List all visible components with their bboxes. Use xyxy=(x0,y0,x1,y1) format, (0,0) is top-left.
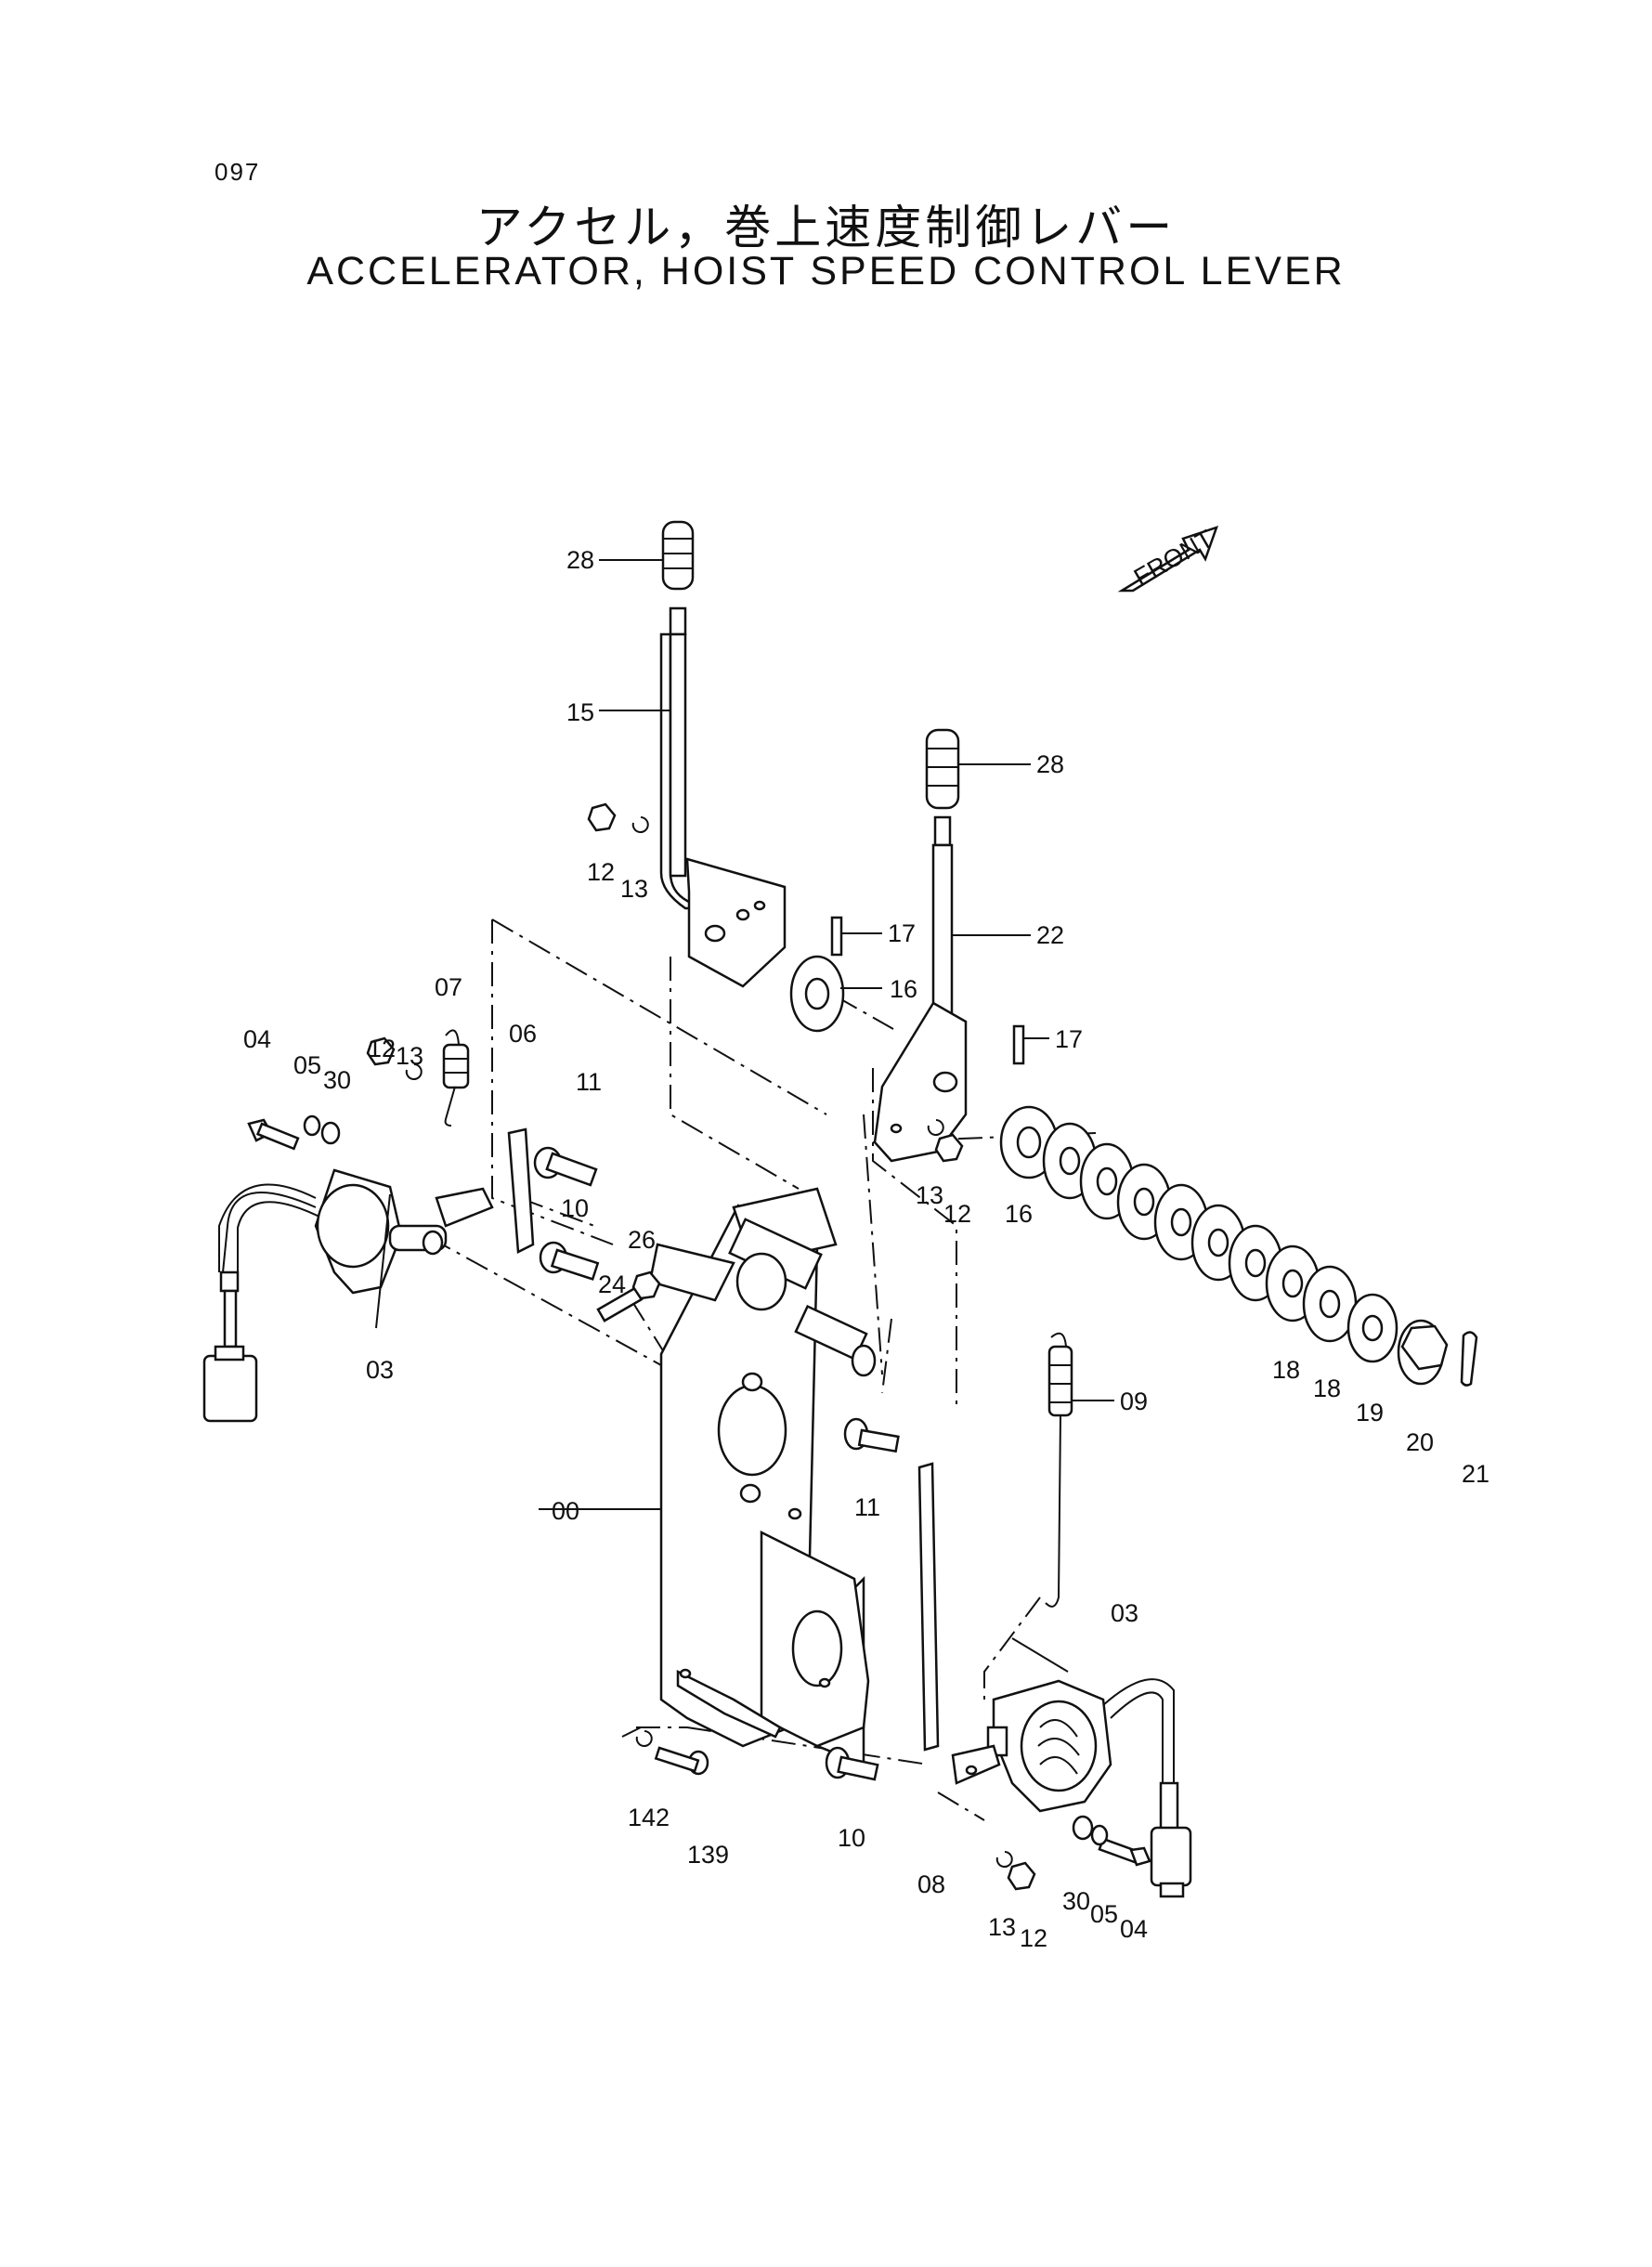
label-03-b: 03 xyxy=(1111,1599,1138,1627)
sensor-03-right xyxy=(951,1678,1192,1898)
front-arrow: FRONT xyxy=(1117,525,1219,593)
label-12-b: 12 xyxy=(368,1035,396,1062)
lever-15 xyxy=(659,520,787,988)
label-11-a: 11 xyxy=(576,1068,602,1096)
label-13-b: 13 xyxy=(396,1042,423,1070)
bolts xyxy=(247,1118,1151,1867)
label-18-a: 18 xyxy=(1272,1356,1300,1384)
washer-stack xyxy=(1042,1122,1478,1387)
label-13-a: 13 xyxy=(620,875,648,903)
label-12-d: 12 xyxy=(1020,1924,1047,1952)
part-labels: 28 15 28 22 12 13 17 16 17 04 05 30 12 1… xyxy=(243,546,1489,1952)
label-21: 21 xyxy=(1462,1460,1489,1488)
label-142: 142 xyxy=(628,1804,670,1831)
label-12-c: 12 xyxy=(943,1200,971,1228)
label-05-b: 05 xyxy=(1090,1900,1118,1928)
bracket-00 xyxy=(648,1187,877,1766)
label-08: 08 xyxy=(917,1870,945,1898)
leader-lines xyxy=(375,559,1114,1673)
label-09: 09 xyxy=(1120,1388,1148,1415)
title-japanese: アクセル，巻上速度制御レバー xyxy=(475,201,1177,254)
label-19: 19 xyxy=(1356,1399,1384,1427)
lever-22 xyxy=(873,728,968,1163)
label-17-a: 17 xyxy=(888,919,916,947)
label-20: 20 xyxy=(1406,1428,1434,1456)
label-28-right: 28 xyxy=(1036,750,1064,778)
spring-09 xyxy=(1045,1332,1073,1608)
label-16-b: 16 xyxy=(1005,1200,1033,1228)
label-00: 00 xyxy=(552,1497,579,1525)
pin-17 xyxy=(830,916,1025,1065)
label-13-d: 13 xyxy=(988,1913,1016,1941)
label-15: 15 xyxy=(566,698,594,726)
spring-07 xyxy=(442,1029,470,1127)
link-08 xyxy=(917,1462,940,1752)
page-number: 097 xyxy=(215,158,261,186)
label-26: 26 xyxy=(628,1226,656,1254)
label-04-a: 04 xyxy=(243,1025,271,1053)
sensor-03-left xyxy=(202,1168,494,1423)
assembly-lines xyxy=(428,919,1097,1821)
label-05-a: 05 xyxy=(293,1051,321,1079)
label-10-b: 10 xyxy=(838,1824,865,1852)
label-28-top: 28 xyxy=(566,546,594,574)
label-04-b: 04 xyxy=(1120,1915,1148,1943)
nuts xyxy=(366,802,1036,1891)
label-07: 07 xyxy=(435,973,462,1001)
label-03-a: 03 xyxy=(366,1356,394,1384)
label-30-b: 30 xyxy=(1062,1887,1090,1915)
label-24: 24 xyxy=(598,1270,626,1298)
label-16-a: 16 xyxy=(890,975,917,1003)
label-22: 22 xyxy=(1036,921,1064,949)
label-30-a: 30 xyxy=(323,1066,351,1094)
title-english: ACCELERATOR, HOIST SPEED CONTROL LEVER xyxy=(306,249,1346,293)
label-18-b: 18 xyxy=(1313,1375,1341,1402)
label-139: 139 xyxy=(687,1841,729,1869)
washers-clips xyxy=(303,816,1109,1868)
label-11-b: 11 xyxy=(854,1493,880,1521)
label-12-a: 12 xyxy=(587,858,615,886)
label-06: 06 xyxy=(509,1020,537,1048)
link-06 xyxy=(507,1127,535,1254)
label-10-a: 10 xyxy=(561,1194,589,1222)
label-13-c: 13 xyxy=(916,1181,943,1209)
label-17-b: 17 xyxy=(1055,1025,1083,1053)
